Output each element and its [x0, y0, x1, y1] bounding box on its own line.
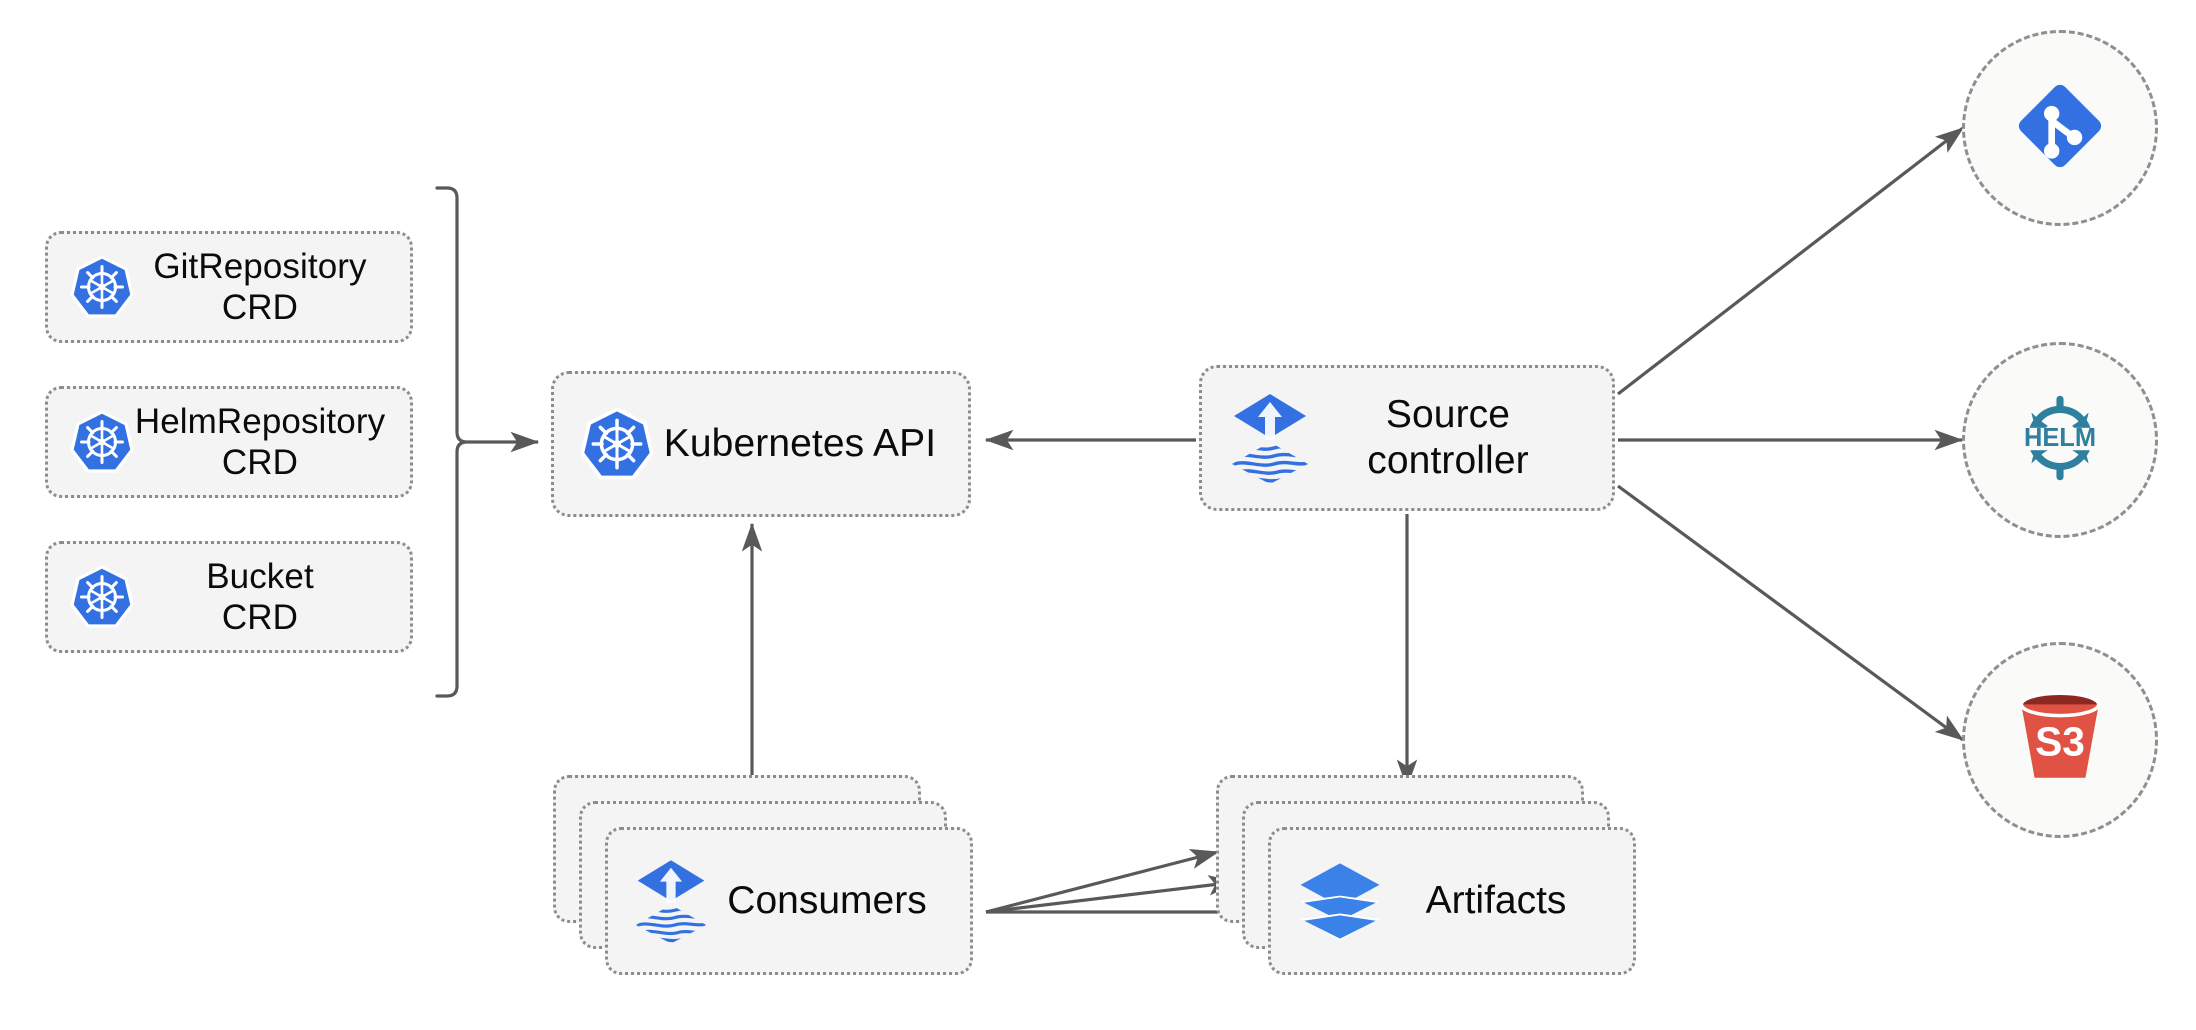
- flux-icon: [634, 858, 708, 944]
- s3-label: S3: [2035, 718, 2085, 764]
- flux-icon: [1230, 392, 1310, 484]
- node-label: Kubernetes API: [663, 421, 937, 465]
- edge-source-controller-to-git: [1617, 126, 1965, 396]
- kubernetes-icon: [70, 410, 134, 474]
- crd-group-bracket: [435, 186, 468, 698]
- node-label: Consumers: [727, 879, 927, 922]
- target-git[interactable]: [1962, 30, 2158, 226]
- node-label: HelmRepository CRD: [134, 401, 386, 482]
- edge-consumers-to-artifacts-mid: [985, 875, 1238, 914]
- s3-bucket-icon: S3: [2004, 682, 2116, 799]
- node-label: GitRepository CRD: [153, 246, 367, 327]
- node-label: Bucket CRD: [206, 556, 314, 637]
- node-kubernetes-api[interactable]: Kubernetes API: [551, 371, 971, 517]
- kubernetes-icon: [70, 255, 134, 319]
- target-helm[interactable]: HELM: [1962, 342, 2158, 538]
- node-consumers[interactable]: Consumers: [553, 775, 973, 975]
- node-bucket-crd[interactable]: Bucket CRD: [45, 541, 413, 653]
- edge-source-controller-to-s3: [1617, 484, 1965, 742]
- node-gitrepository-crd[interactable]: GitRepository CRD: [45, 231, 413, 343]
- node-helmrepository-crd[interactable]: HelmRepository CRD: [45, 386, 413, 498]
- helm-icon: HELM: [2004, 382, 2116, 499]
- node-label: Source controller: [1367, 392, 1529, 482]
- target-s3[interactable]: S3: [1962, 642, 2158, 838]
- edge-consumers-to-artifacts-back: [985, 848, 1220, 914]
- node-artifacts[interactable]: Artifacts: [1216, 775, 1636, 975]
- helm-label: HELM: [2024, 424, 2096, 452]
- node-source-controller[interactable]: Source controller: [1199, 365, 1615, 511]
- kubernetes-icon: [70, 565, 134, 629]
- artifacts-card-front[interactable]: Artifacts: [1268, 827, 1636, 975]
- kubernetes-icon: [580, 407, 654, 481]
- git-icon: [2008, 74, 2112, 183]
- node-label: Artifacts: [1425, 879, 1567, 922]
- consumers-card-front[interactable]: Consumers: [605, 827, 973, 975]
- layers-icon: [1297, 858, 1383, 944]
